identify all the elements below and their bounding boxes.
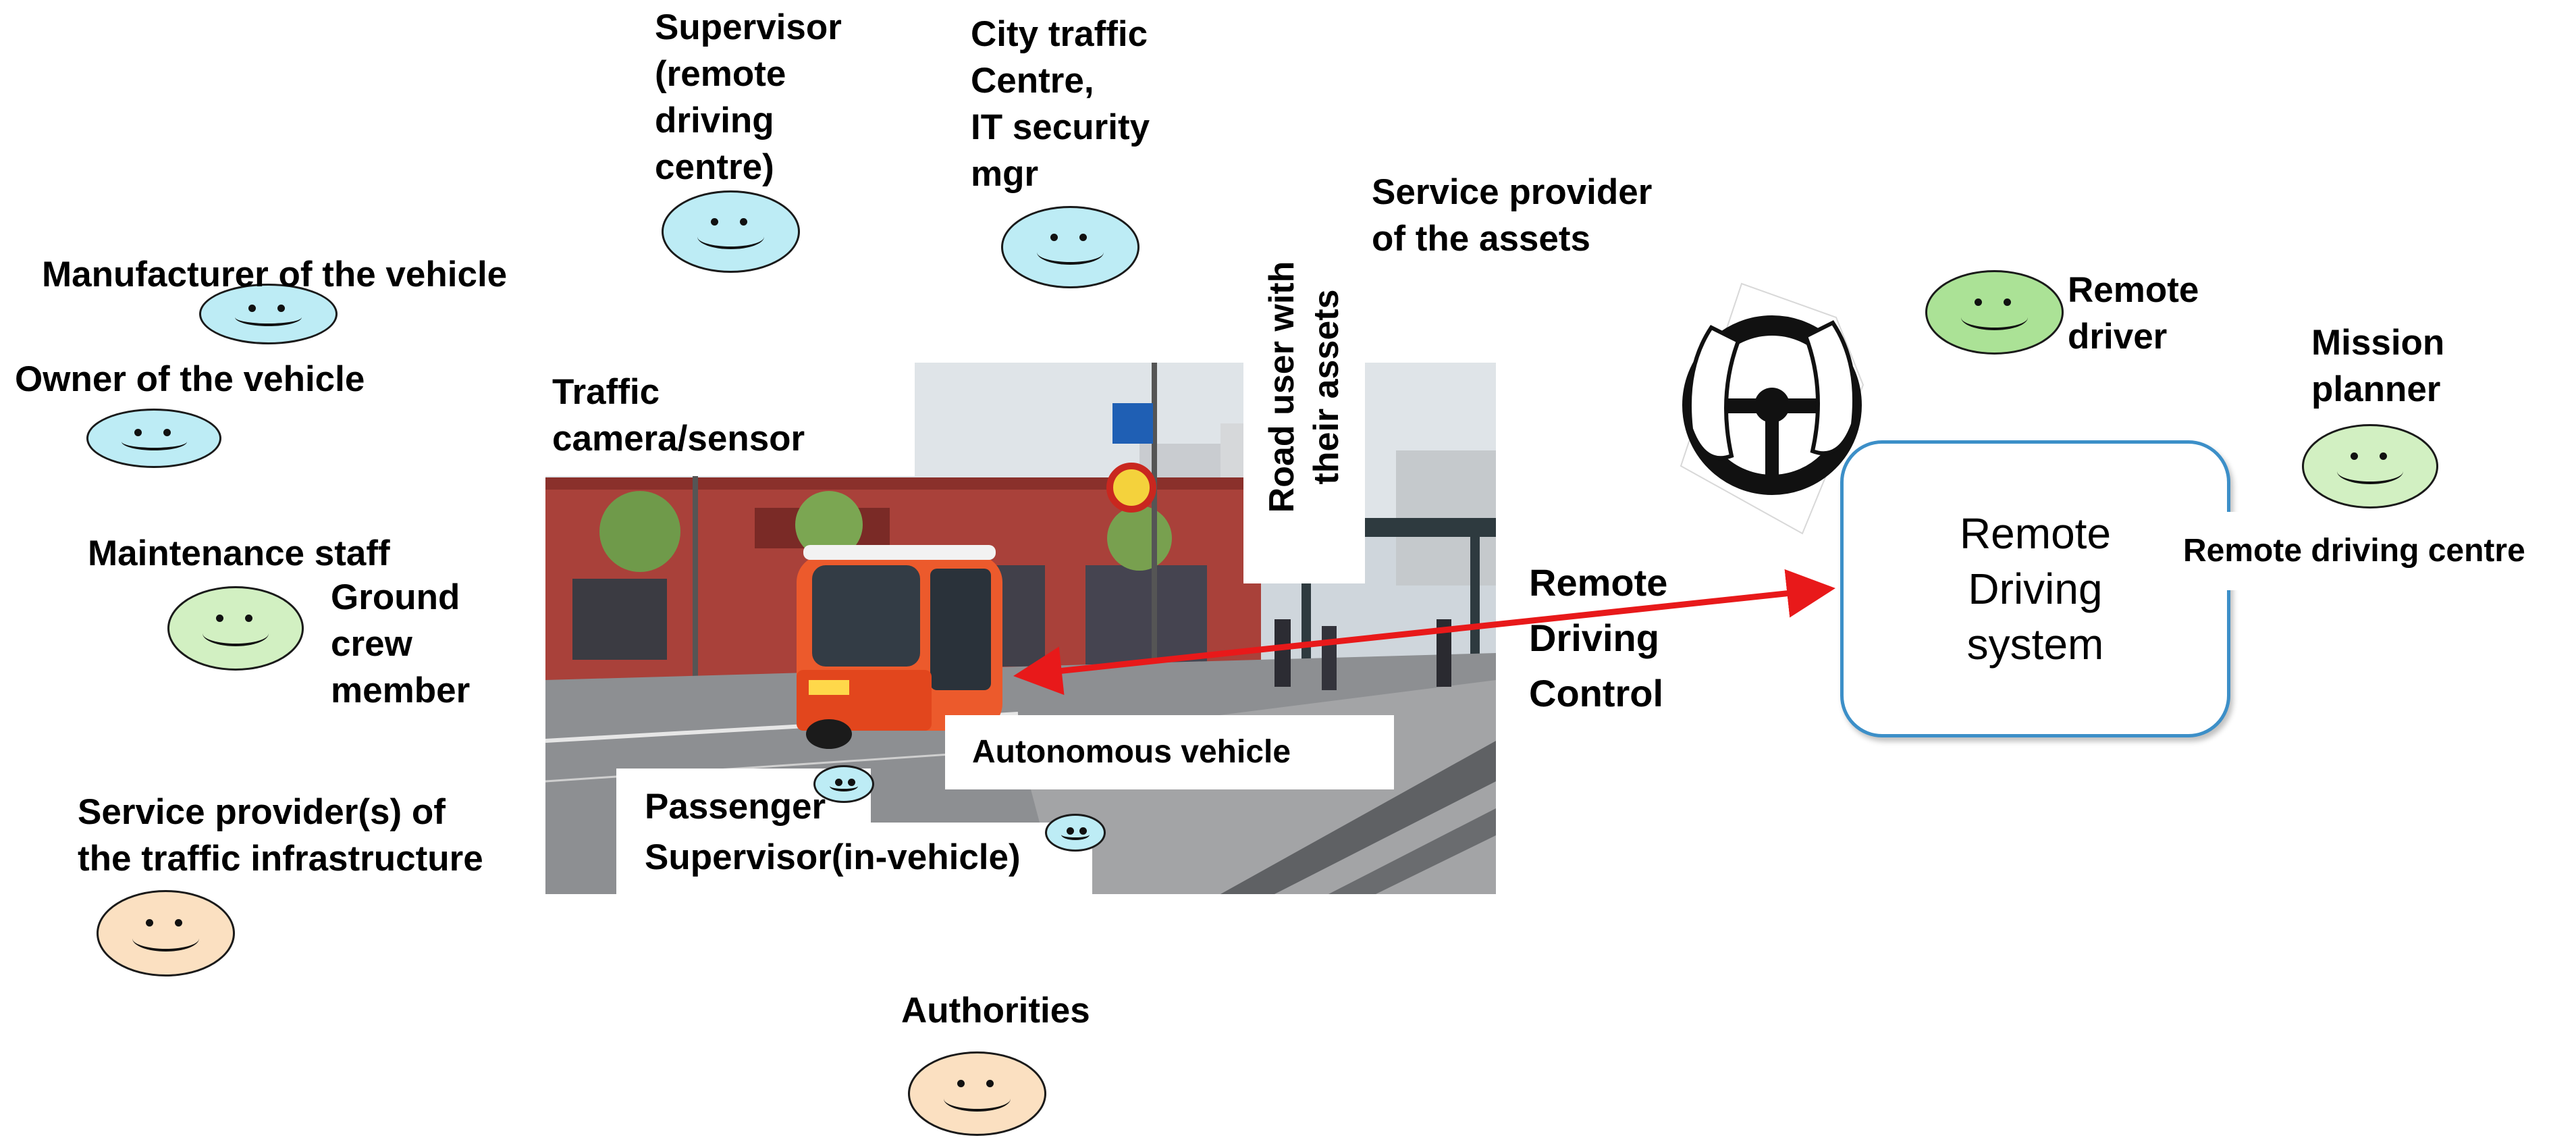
- service-provider-assets-label: Service provider of the assets: [1372, 172, 1653, 259]
- traffic-camera-label: Traffic camera/sensor: [552, 372, 805, 459]
- remote-driving-control-arrow: [1013, 569, 1835, 696]
- remote-driving-system-label: Remote Driving system: [1959, 509, 2112, 669]
- owner-label: Owner of the vehicle: [15, 359, 365, 399]
- remote-driver-smiley-icon: [1925, 270, 2064, 355]
- mission-planner-label: Mission planner: [2311, 323, 2445, 409]
- autonomous-vehicle-label-box: [945, 715, 1394, 789]
- autonomous-vehicle-label: Autonomous vehicle: [972, 734, 1291, 770]
- in-vehicle-supervisor-smiley-icon: [1045, 814, 1106, 852]
- traffic-camera-label-box: [523, 351, 915, 476]
- maintenance-smiley-icon: [167, 586, 304, 671]
- manufacturer-smiley-icon: [199, 284, 338, 344]
- steering-wheel-icon: [1680, 282, 1864, 535]
- supervisor-remote-label: Supervisor (remote driving centre): [655, 7, 842, 187]
- authorities-smiley-icon: [908, 1051, 1046, 1136]
- road-user-label-box: Road user with their assets: [1243, 190, 1365, 583]
- supervisor-in-vehicle-label-box: [616, 823, 1092, 894]
- service-infra-label: Service provider(s) of the traffic infra…: [78, 792, 483, 879]
- city-traffic-label: City traffic Centre, IT security mgr: [971, 14, 1150, 194]
- remote-driver-label: Remote driver: [2068, 270, 2199, 357]
- service-infra-smiley-icon: [97, 890, 235, 976]
- supervisor-in-vehicle-label: Supervisor(in-vehicle): [645, 837, 1021, 877]
- supervisor-remote-smiley-icon: [662, 190, 800, 273]
- owner-smiley-icon: [86, 409, 221, 468]
- maintenance-staff-label: Maintenance staff: [88, 533, 390, 573]
- manufacturer-label: Manufacturer of the vehicle: [42, 255, 508, 294]
- mission-planner-smiley-icon: [2302, 424, 2438, 509]
- passenger-label: Passenger: [645, 787, 826, 827]
- city-traffic-smiley-icon: [1001, 206, 1139, 288]
- remote-driving-centre-label: Remote driving centre: [2163, 512, 2576, 590]
- passenger-smiley-icon: [813, 765, 874, 803]
- ground-crew-label: Ground crew member: [331, 577, 471, 710]
- authorities-label: Authorities: [901, 991, 1090, 1031]
